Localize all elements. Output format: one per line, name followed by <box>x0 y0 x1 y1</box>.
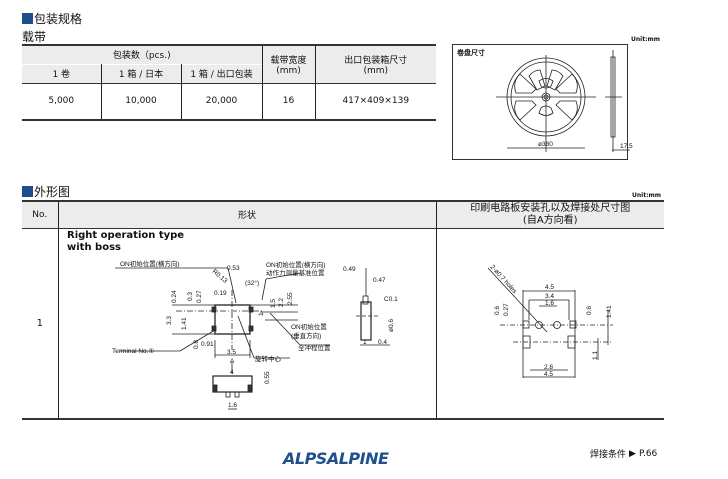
dim-label: 0.6 <box>494 306 501 315</box>
dim-label: 0.27 <box>503 303 510 316</box>
dim-label: 动作力测量基准位置 <box>266 268 325 277</box>
dim-label: 0.53 <box>227 265 240 272</box>
dim-label: ON初始位置(横方向) <box>120 259 180 268</box>
cell-no: 1 <box>36 317 43 329</box>
outline-table: No. 形状 印刷电路板安装孔以及焊接处尺寸图(自A方向看) 1 <box>22 200 664 420</box>
switch-bottom-view <box>212 362 253 410</box>
dim-label: 3.4 <box>545 293 554 300</box>
dim-label: ø0.6 <box>388 319 395 332</box>
dim-label: 1.6 <box>228 402 237 409</box>
dim-label: 0.49 <box>343 266 356 273</box>
outline-section-title: 外形图 <box>22 183 70 200</box>
packaging-subtitle: 载带 <box>22 30 47 44</box>
table-row: 1 <box>22 228 664 419</box>
dim-label: 0.6 <box>586 306 593 315</box>
section-title-text: 外形图 <box>34 185 71 199</box>
page-ref: P.66 <box>638 448 658 459</box>
section-marker-icon <box>22 186 33 197</box>
dim-label: 0.3 <box>187 292 194 301</box>
dim-label: 3.3 <box>166 316 173 325</box>
header-box-size: 出口包装箱尺寸(mm) <box>314 45 436 84</box>
dim-label: ON初始位置 <box>291 322 327 331</box>
pcb-layout-drawing <box>487 267 613 378</box>
header-qty: 包装数（pcs.) <box>112 51 171 62</box>
header-reel: 1 卷 <box>52 70 71 80</box>
dim-label: 2.2 <box>278 298 285 307</box>
section-marker-icon <box>22 13 33 24</box>
section-title-text: 包装规格 <box>34 12 83 26</box>
link-text: 焊接条件 <box>590 450 627 460</box>
dim-label: 1 <box>363 339 367 346</box>
switch-top-view <box>115 267 330 359</box>
dim-label: C0.1 <box>384 296 398 303</box>
cell-box-size: 417×409×139 <box>314 83 436 120</box>
dim-label: 1 <box>258 312 265 316</box>
dim-label: 2.55 <box>287 292 294 305</box>
dim-label: 全冲程位置 <box>298 343 331 352</box>
dim-label: ON初始位置(横方向) <box>266 260 326 269</box>
dim-label: 1.1 <box>592 351 599 360</box>
dim-label: (垂直方向) <box>291 331 321 340</box>
dim-label: 4 <box>230 369 234 376</box>
reel-title: 卷盘尺寸 <box>457 49 485 57</box>
header-box-export: 1 箱 / 出口包装 <box>180 64 262 83</box>
triangle-right-icon: ▶ <box>629 448 636 459</box>
dim-label: 4.5 <box>545 284 554 291</box>
reel-front-view <box>496 50 630 152</box>
dim-label: 1.41 <box>181 317 188 330</box>
soldering-conditions-link[interactable]: 焊接条件 ▶ P.66 <box>590 447 658 461</box>
cell-box-export: 20,000 <box>180 83 262 120</box>
dim-label: 1.6 <box>545 300 554 307</box>
cell-box-jp: 10,000 <box>100 83 181 120</box>
dim-label: 0.24 <box>171 290 178 303</box>
dim-label: 1.5 <box>270 299 277 308</box>
dim-label: 0.47 <box>373 277 386 284</box>
dim-label: 1.41 <box>606 305 613 318</box>
dim-label: (32°) <box>245 279 259 287</box>
alpsalpine-logo: ALPSALPINE <box>283 449 389 468</box>
pcb-dimension-labels: 2-ø0.7 holes 4.5 3.4 1.6 0.6 0.27 0.6 1.… <box>489 264 613 378</box>
reel-diagram-box <box>452 44 628 160</box>
dim-label: 旋转中心 <box>255 354 282 363</box>
cell-reel: 5,000 <box>48 96 75 107</box>
dim-label: 3.5 <box>227 349 236 356</box>
reel-width-label: 17.5 <box>620 143 633 150</box>
dim-label: 4.5 <box>544 371 553 378</box>
header-pcb: 印刷电路板安装孔以及焊接处尺寸图(自A方向看) <box>435 201 664 228</box>
dim-label: 2.8 <box>544 364 553 371</box>
reel-unit: Unit:mm <box>631 36 660 43</box>
dim-label: 0.27 <box>196 290 203 303</box>
switch-dimension-labels: ON初始位置(横方向) 0.53 R0.13 (32°) 0.19 0.24 0… <box>112 259 398 409</box>
dim-label: A <box>230 358 235 365</box>
header-shape: 形状 <box>57 201 436 228</box>
dim-label: 0.91 <box>201 341 214 348</box>
header-box-jp: 1 箱 / 日本 <box>100 64 181 83</box>
dim-label: 0.55 <box>264 371 271 384</box>
header-tape-width: 载带宽度(mm) <box>261 45 315 84</box>
dim-label: 0.4 <box>378 339 387 346</box>
packaging-table: 包装数（pcs.) 载带宽度(mm) 出口包装箱尺寸(mm) 1 卷 1 箱 /… <box>22 44 436 121</box>
dim-label: 0.19 <box>214 290 227 297</box>
switch-side-view <box>356 268 390 346</box>
outline-unit: Unit:mm <box>632 192 661 199</box>
dim-label: 0.8 <box>193 340 200 349</box>
reel-diameter-label: ø380 <box>538 141 553 148</box>
dim-label: Terminal No.① <box>112 347 154 355</box>
dim-label: 2-ø0.7 holes <box>489 264 519 296</box>
packaging-section-title: 包装规格 <box>22 10 82 27</box>
header-no: No. <box>32 209 48 220</box>
table-row: 5,000 10,000 20,000 16 417×409×139 <box>22 83 436 120</box>
cell-tape-width: 16 <box>261 83 315 120</box>
